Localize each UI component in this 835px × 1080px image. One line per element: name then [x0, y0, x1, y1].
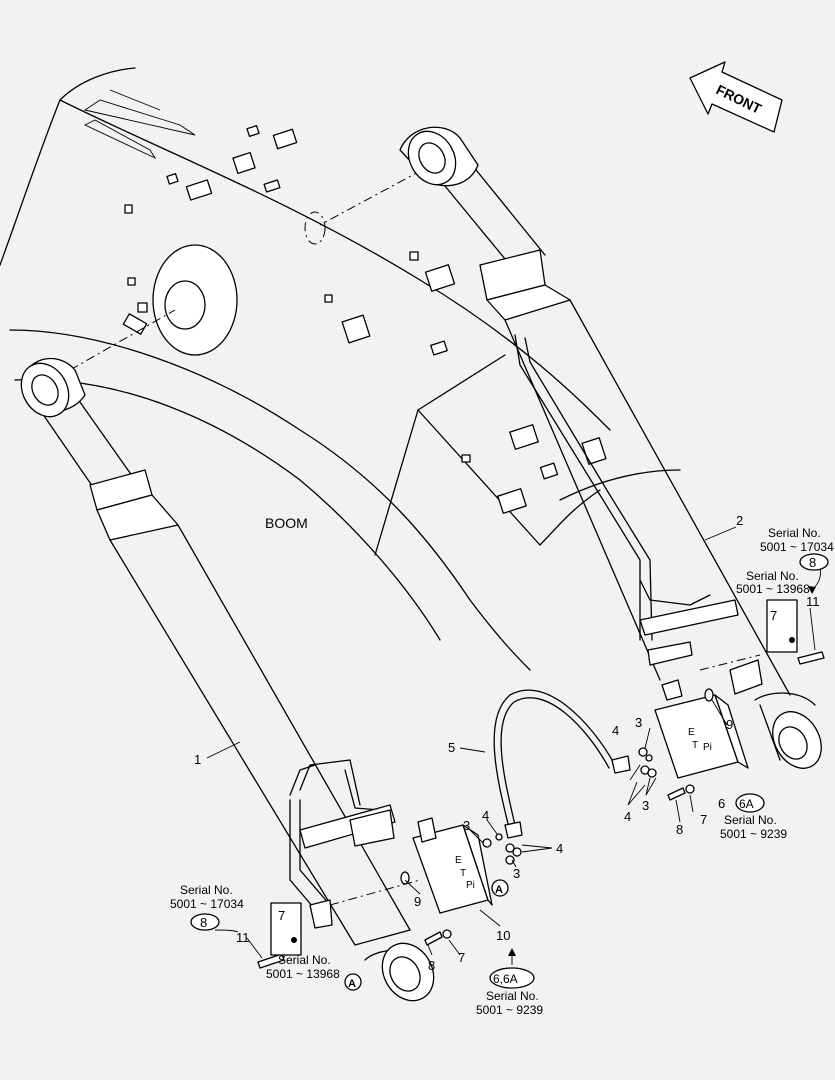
front-arrow-icon: FRONT [689, 61, 783, 133]
part-numbers: 1 2 5 3 4 9 3 4 8 7 6 11 3 4 4 3 9 10 8 … [194, 513, 820, 973]
part-9-right: 9 [726, 717, 733, 732]
serial-left-top-range: 5001 ~ 17034 [170, 897, 244, 911]
callout-6-6a-bottom-label: 6,6A [493, 972, 518, 986]
callout-6a-right [735, 793, 765, 813]
part-3-left-bottom: 3 [513, 866, 520, 881]
part-11-left: 11 [236, 930, 250, 945]
serial-left-mid-range: 5001 ~ 13968 [266, 967, 340, 981]
valve-right-port-e: E [688, 727, 695, 738]
boom-cylinder-2 [304, 126, 822, 769]
valve-right-port-pi: Pi [703, 742, 712, 753]
part-4-left-right: 4 [556, 841, 563, 856]
serial-notes: Serial No. 5001 ~ 17034 8 Serial No. 500… [170, 526, 834, 1017]
part-3-left-top: 3 [463, 818, 470, 833]
serial-right-low-range: 5001 ~ 9239 [720, 827, 787, 841]
serial-left-mid-title: Serial No. [278, 953, 331, 967]
serial-bottom-range: 5001 ~ 9239 [476, 1003, 543, 1017]
bolt-11-left [257, 953, 285, 969]
part-4-left-top: 4 [482, 808, 489, 823]
boom-pivot-bore [164, 280, 206, 330]
view-marker-a-valve [491, 879, 509, 897]
callout-8-left [190, 913, 220, 931]
callout-8-left-label: 8 [200, 915, 207, 930]
part-4-right-top: 4 [612, 723, 619, 738]
part-8-left: 8 [428, 958, 435, 973]
valve-left-port-pi: Pi [466, 880, 475, 891]
boom-structure: BOOM [0, 67, 681, 671]
callout-6a-right-label: 6A [739, 797, 754, 811]
valve-right: E T Pi [654, 679, 749, 779]
part-5-label: 5 [448, 740, 455, 755]
fittings [257, 651, 825, 969]
detail-left-part: 7 [278, 908, 285, 923]
part-6-label: 6 [718, 796, 725, 811]
valve-left-port-t: T [460, 868, 466, 879]
valve-right-port-t: T [692, 740, 698, 751]
part-7-right: 7 [700, 812, 707, 827]
boom-cylinder-1 [20, 309, 435, 1002]
serial-right-mid-title: Serial No. [746, 569, 799, 583]
part-1-label: 1 [194, 752, 201, 767]
part-2-label: 2 [736, 513, 743, 528]
part-9-left: 9 [414, 894, 421, 909]
serial-left-top-title: Serial No. [180, 883, 233, 897]
bolt-11-right [797, 651, 825, 665]
part-4-right-bottom: 4 [624, 809, 631, 824]
callout-8-right [799, 553, 829, 571]
part-11-right: 11 [806, 594, 820, 609]
part-7-left: 7 [458, 950, 465, 965]
view-marker-a-cylinder-label: A [348, 978, 356, 990]
bolt-8-left [424, 931, 443, 946]
serial-right-top-range: 5001 ~ 17034 [760, 540, 834, 554]
callout-6-6a-bottom [489, 967, 535, 989]
part-3-right-bottom: 3 [642, 798, 649, 813]
part-3-right-top: 3 [635, 715, 642, 730]
detail-box-left: 7 [270, 902, 302, 956]
serial-right-low-title: Serial No. [724, 813, 777, 827]
view-marker-a-cylinder [344, 973, 362, 991]
view-marker-a-valve-label: A [495, 884, 503, 896]
valve-left: E T Pi [400, 817, 493, 914]
serial-right-top-title: Serial No. [768, 526, 821, 540]
leader-lines [206, 526, 821, 965]
detail-box-right: 7 [766, 599, 798, 653]
serial-right-mid-range: 5001 ~ 13968 [736, 582, 810, 596]
part-10-label: 10 [496, 928, 510, 943]
valve-left-port-e: E [455, 855, 462, 866]
boom-label: BOOM [265, 515, 308, 531]
callout-8-right-label: 8 [809, 555, 816, 570]
hose-5 [493, 689, 631, 839]
part-8-right: 8 [676, 822, 683, 837]
detail-right-part: 7 [770, 608, 777, 623]
bolt-8-right [667, 787, 686, 801]
serial-bottom-title: Serial No. [486, 989, 539, 1003]
view-markers: A A [344, 879, 509, 991]
